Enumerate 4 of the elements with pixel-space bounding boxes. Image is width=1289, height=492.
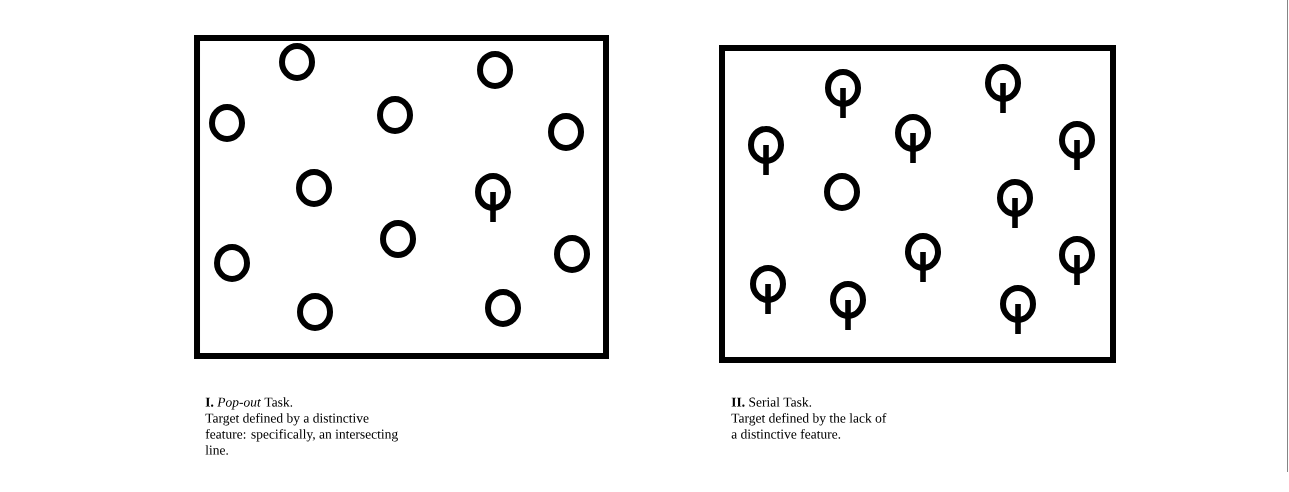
caption-text: Target defined by a distinctive feature: specifically, an intersecting line. — [205, 413, 398, 455]
caption-heading: II. Serial Task. — [731, 397, 812, 407]
caption-text: Target defined by the lack of a distinctive feature. — [731, 413, 887, 439]
caption-heading: I. Pop-out Task. — [205, 397, 293, 410]
